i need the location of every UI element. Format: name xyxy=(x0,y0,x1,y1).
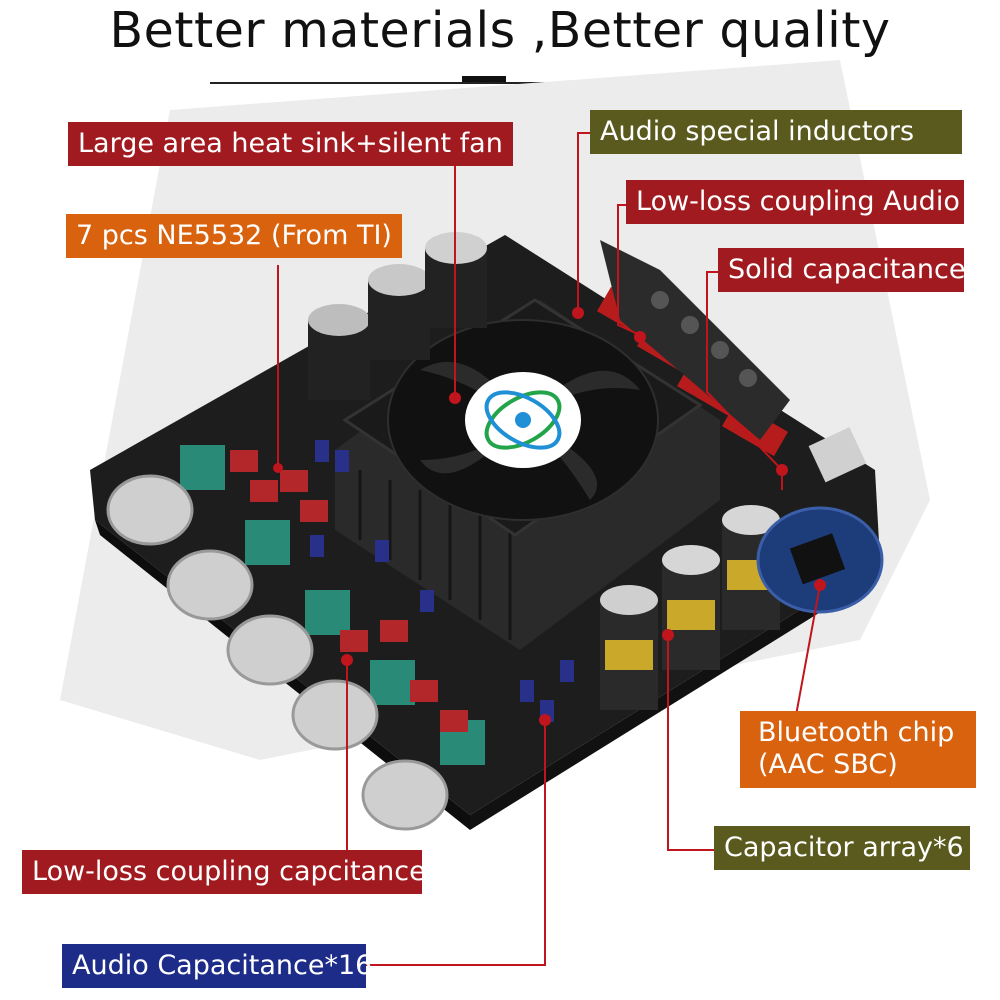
usb-port xyxy=(808,427,867,483)
leader-dots xyxy=(273,307,826,726)
coupling-audio-label: Low-loss coupling Audio xyxy=(626,180,964,225)
speaker-terminals xyxy=(600,240,790,440)
bluetooth-chip-label: Bluetooth chip (AAC SBC) xyxy=(740,711,976,788)
coupling-capacitors xyxy=(230,450,468,732)
solid-capacitance-label: Solid capacitance xyxy=(718,248,966,293)
coupling-capacitances-label: Low-loss coupling capcitances xyxy=(22,850,440,895)
heat-sink-label: Large area heat sink+silent fan xyxy=(68,122,513,167)
ne5532-label: 7 pcs NE5532 (From TI) xyxy=(66,214,402,259)
top-capacitors xyxy=(308,232,487,400)
capacitor-array-label: Capacitor array*6 xyxy=(714,826,970,871)
volume-knobs xyxy=(106,445,485,831)
bluetooth-chip-title: Bluetooth chip xyxy=(758,717,955,748)
audio-capacitance-label: Audio Capacitance*16 xyxy=(62,944,372,989)
inductors-label: Audio special inductors xyxy=(590,110,962,155)
title-divider-accent xyxy=(462,76,506,82)
title-divider xyxy=(210,82,765,84)
bluetooth-chip-codec: (AAC SBC) xyxy=(758,749,898,781)
page-title: Better materials ,Better quality xyxy=(109,2,891,59)
